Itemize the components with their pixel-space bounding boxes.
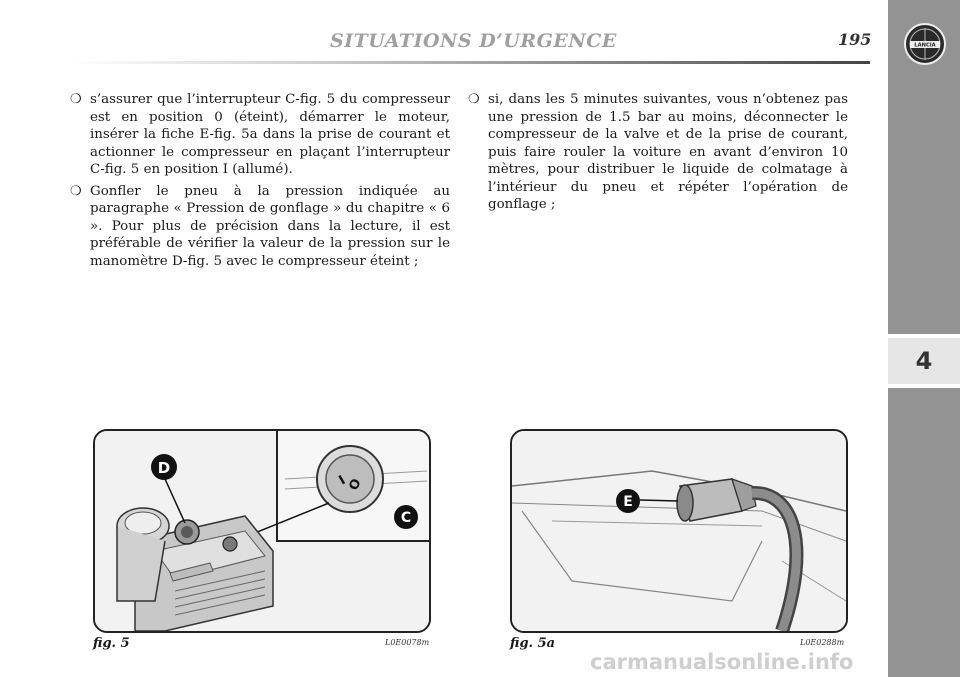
side-tab-bottom (888, 388, 960, 677)
chapter-number: 4 (915, 347, 933, 375)
right-column: ❍ si, dans les 5 minutes suivantes, vous… (468, 91, 848, 218)
list-item-text: Gonfler le pneu à la pression indiquée a… (90, 183, 450, 269)
switch-label-o: O (347, 477, 365, 493)
page-title: SITUATIONS D’URGENCE (330, 30, 617, 52)
list-item-text: s’assurer que l’interrupteur C-fig. 5 du… (90, 92, 450, 177)
label-c: C (401, 510, 411, 526)
header-rule (70, 61, 870, 64)
page-number: 195 (838, 30, 872, 49)
figure-caption: fig. 5 (93, 636, 130, 651)
figure-code: L0E0288m (800, 638, 845, 647)
list-item: ❍ si, dans les 5 minutes suivantes, vous… (468, 91, 848, 214)
compressor-illustration: I O C D (95, 431, 429, 631)
list-item-text: si, dans les 5 minutes suivantes, vous n… (488, 92, 848, 212)
label-e: E (623, 494, 633, 510)
lancia-logo-icon: LANCIA (904, 23, 946, 65)
switch-label-i: I (337, 473, 349, 488)
list-item: ❍ Gonfler le pneu à la pression indiquée… (70, 183, 450, 271)
label-d: D (158, 459, 170, 477)
bullet-circle-icon: ❍ (468, 92, 480, 107)
figure-caption: fig. 5a (510, 636, 556, 651)
figure-compressor: I O C D (93, 429, 431, 633)
bullet-circle-icon: ❍ (70, 92, 82, 107)
list-item: ❍ s’assurer que l’interrupteur C-fig. 5 … (70, 91, 450, 179)
watermark: carmanualsonline.info (590, 650, 854, 674)
power-socket-illustration: E (512, 431, 846, 631)
figure-power-socket: E (510, 429, 848, 633)
logo-text: LANCIA (914, 43, 935, 49)
left-column: ❍ s’assurer que l’interrupteur C-fig. 5 … (70, 91, 450, 274)
bullet-circle-icon: ❍ (70, 183, 82, 199)
side-tab-chapter (888, 338, 960, 384)
figure-code: L0E0078m (385, 638, 430, 647)
